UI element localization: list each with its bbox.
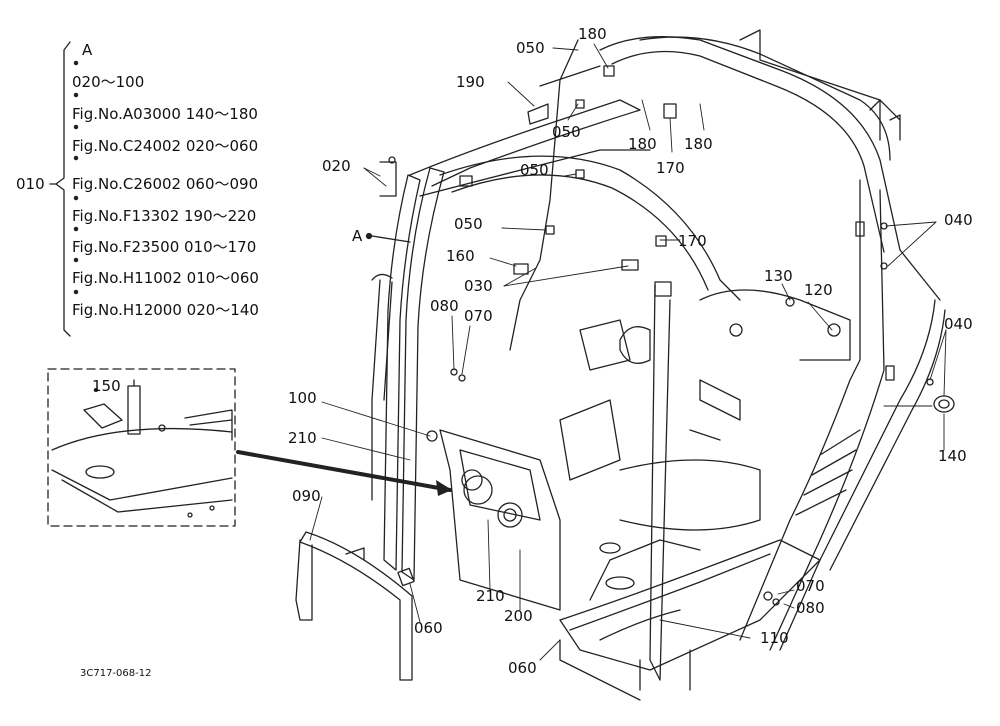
callout-170: 170: [678, 232, 707, 250]
callout-070: 070: [464, 307, 493, 325]
callout-040: 040: [944, 211, 973, 229]
callout-180: 180: [684, 135, 713, 153]
callout-050: 050: [552, 123, 581, 141]
part-060-small: [397, 567, 415, 587]
callout-210: 210: [288, 429, 317, 447]
index-row-7: Fig.No.H11002 010～060: [72, 269, 259, 287]
index-row-1: 020～100: [72, 73, 145, 91]
callout-150: 150: [92, 377, 121, 395]
detail-inset: [47, 368, 236, 527]
leader-lines: [309, 43, 947, 661]
view-marker-label: A: [352, 227, 363, 245]
index-group-ref: 010: [16, 175, 45, 193]
callout-080: 080: [430, 297, 459, 315]
callout-190: 190: [456, 73, 485, 91]
callout-090: 090: [292, 487, 321, 505]
index-row-6: Fig.No.F23500 010～170: [72, 238, 257, 256]
drawing-code: 3C717-068-12: [80, 668, 152, 679]
callout-180: 180: [628, 135, 657, 153]
callout-110: 110: [760, 629, 789, 647]
callout-120: 120: [804, 281, 833, 299]
callout-210: 210: [476, 587, 505, 605]
callout-050: 050: [520, 161, 549, 179]
callout-130: 130: [764, 267, 793, 285]
callout-060: 060: [414, 619, 443, 637]
callout-200: 200: [504, 607, 533, 625]
callout-070: 070: [796, 577, 825, 595]
callout-180: 180: [578, 25, 607, 43]
cab-frame: [371, 29, 955, 701]
guard-part-090: [295, 531, 413, 681]
inset-pointer-arrow: [236, 450, 452, 496]
callout-060: 060: [508, 659, 537, 677]
callout-080: 080: [796, 599, 825, 617]
callout-140: 140: [938, 447, 967, 465]
index-bracket: [49, 41, 79, 337]
callout-170: 170: [656, 159, 685, 177]
callout-030: 030: [464, 277, 493, 295]
callout-040: 040: [944, 315, 973, 333]
index-row-4: Fig.No.C26002 060～090: [72, 175, 259, 193]
index-row-5: Fig.No.F13302 190～220: [72, 207, 257, 225]
view-a-marker: [365, 232, 411, 243]
callout-100: 100: [288, 389, 317, 407]
index-row-3: Fig.No.C24002 020～060: [72, 137, 259, 155]
callout-160: 160: [446, 247, 475, 265]
index-row-8: Fig.No.H12000 020～140: [72, 301, 259, 319]
index-row-2: Fig.No.A03000 140～180: [72, 105, 258, 123]
callout-050: 050: [454, 215, 483, 233]
callout-050: 050: [516, 39, 545, 57]
index-view-ref: A: [82, 41, 93, 59]
callout-020: 020: [322, 157, 351, 175]
